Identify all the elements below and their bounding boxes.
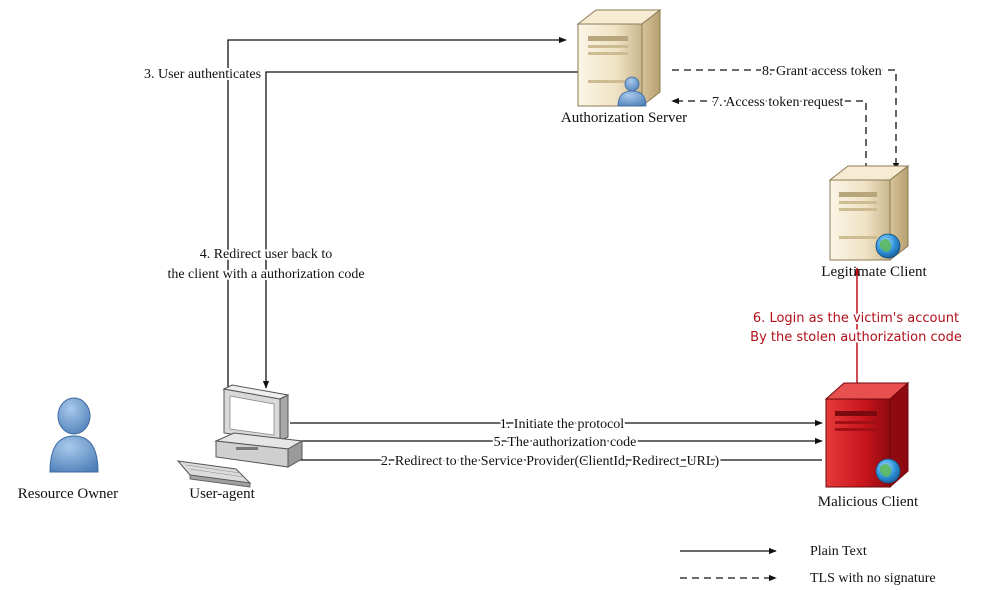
step-3-label: 3. User authenticates	[144, 67, 261, 82]
step-8-label: 8. Grant access token	[762, 64, 882, 79]
user-agent-computer-icon	[178, 385, 302, 487]
malicious-client-icon	[826, 383, 908, 487]
authorization-server-label: Authorization Server	[561, 110, 687, 126]
step-1-label: 1. Initiate the protocol	[500, 417, 625, 432]
step-4-label-line2: the client with a authorization code	[167, 267, 364, 282]
step-6-label-line1: 6. Login as the victim's account	[753, 311, 959, 326]
authorization-server-icon	[578, 10, 660, 106]
step-4-label-line1: 4. Redirect user back to	[200, 247, 333, 262]
step-7-label: 7. Access token request	[712, 95, 844, 110]
connector-auth-server-to-user-agent	[266, 72, 580, 388]
legend: Plain Text TLS with no signature	[680, 544, 936, 586]
legitimate-client-icon	[830, 166, 908, 260]
step-6-label-line2: By the stolen authorization code	[750, 330, 962, 345]
connector-grant-access-token	[672, 70, 896, 170]
step-2-label: 2. Redirect to the Service Provider(Clie…	[381, 454, 720, 469]
resource-owner-label: Resource Owner	[18, 486, 118, 502]
legend-tls-label: TLS with no signature	[810, 571, 936, 586]
connector-user-agent-to-auth-server	[228, 40, 566, 388]
resource-owner-person-icon	[50, 398, 98, 472]
step-5-label: 5. The authorization code	[494, 435, 637, 450]
malicious-client-label: Malicious Client	[818, 494, 919, 510]
connector-access-token-request	[672, 101, 866, 170]
user-agent-label: User-agent	[189, 486, 255, 502]
legend-plain-text-label: Plain Text	[810, 544, 867, 559]
legitimate-client-label: Legitimate Client	[821, 264, 927, 280]
